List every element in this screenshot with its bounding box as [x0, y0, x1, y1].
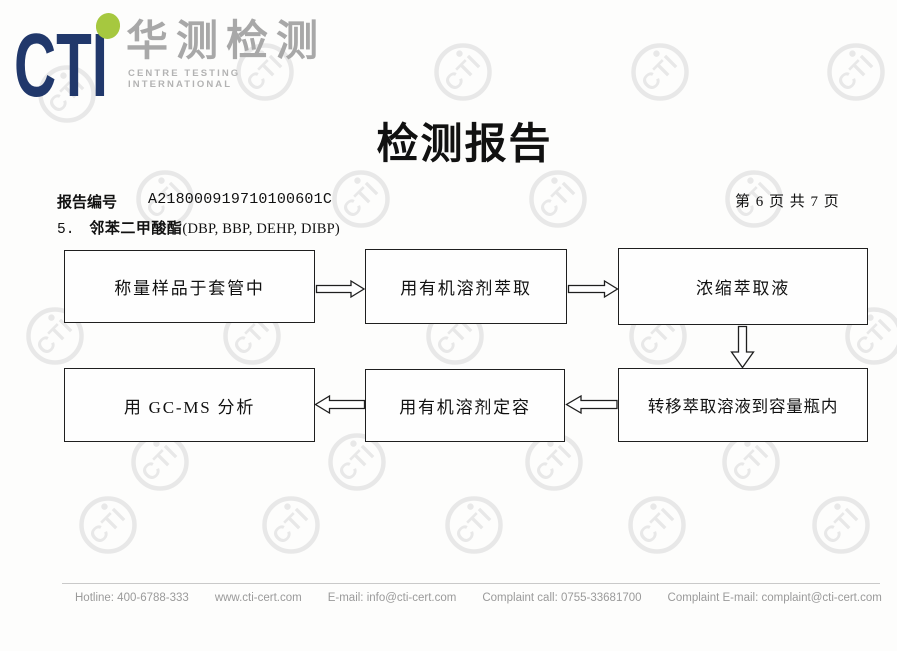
svg-text:CTI: CTI — [636, 49, 683, 96]
footer-divider — [62, 583, 880, 584]
cti-watermark-icon: CTI — [36, 63, 98, 125]
svg-text:CTI: CTI — [337, 176, 384, 223]
cti-wordmark-icon: CTI — [14, 13, 121, 116]
cti-watermark-icon: CTI — [629, 41, 691, 103]
logo-subtitle: CENTRE TESTING INTERNATIONAL — [128, 68, 241, 90]
svg-text:CTI: CTI — [534, 176, 581, 223]
footer-email: E-mail: info@cti-cert.com — [327, 592, 457, 604]
flow-step-solvent-extract: 用有机溶剂萃取 — [365, 249, 567, 324]
svg-text:CTI: CTI — [832, 49, 879, 96]
flow-step-concentrate: 浓缩萃取液 — [618, 248, 868, 325]
cti-watermark-icon: CTI — [527, 168, 589, 230]
svg-text:CTI: CTI — [14, 16, 108, 106]
footer-complaint-email: Complaint E-mail: complaint@cti-cert.com — [667, 592, 882, 604]
svg-text:CTI: CTI — [530, 439, 577, 486]
report-number-label: 报告编号 — [57, 195, 118, 211]
cti-watermark-icon: CTI — [129, 431, 191, 493]
footer-complaint-call: Complaint call: 0755-33681700 — [482, 592, 642, 604]
svg-text:CTI: CTI — [633, 502, 680, 549]
flow-step-weigh-sample: 称量样品于套管中 — [64, 250, 315, 323]
section-name: 邻苯二甲酸酯 — [89, 221, 183, 237]
cti-watermark-icon: CTI — [134, 168, 196, 230]
cti-watermark-icon: CTI — [326, 431, 388, 493]
footer-contacts: Hotline: 400-6788-333 www.cti-cert.com E… — [75, 592, 882, 604]
cti-watermark-icon: CTI — [825, 41, 887, 103]
cti-watermark-icon: CTI — [234, 41, 296, 103]
svg-text:CTI: CTI — [439, 49, 486, 96]
svg-text:CTI: CTI — [136, 439, 183, 486]
cti-watermark-icon: CTI — [432, 41, 494, 103]
flow-step-constant-volume: 用有机溶剂定容 — [365, 369, 565, 442]
footer-website: www.cti-cert.com — [214, 592, 302, 604]
logo-chinese-name: 华测检测 — [126, 17, 327, 64]
report-number-value: A218000919710100601C — [148, 191, 333, 208]
section-detail: (DBP, BBP, DEHP, DIBP) — [182, 221, 340, 237]
cti-watermark-icon: CTI — [330, 168, 392, 230]
cti-watermark-icon: CTI — [720, 431, 782, 493]
svg-text:CTI: CTI — [450, 502, 497, 549]
cti-logo: CTI 华测检测 CENTRE TESTING INTERNATIONAL — [8, 6, 348, 116]
svg-text:CTI: CTI — [267, 502, 314, 549]
page-number-info: 第 6 页 共 7 页 — [735, 194, 840, 210]
section-index: 5. — [57, 222, 75, 238]
page-title: 检测报告 — [376, 122, 553, 168]
svg-text:CTI: CTI — [84, 502, 131, 549]
cti-watermark-icon: CTI — [723, 168, 785, 230]
footer-hotline: Hotline: 400-6788-333 — [75, 592, 189, 604]
cti-watermark-icon: CTI — [260, 494, 322, 556]
svg-text:CTI: CTI — [333, 439, 380, 486]
cti-watermark-icon: CTI — [443, 494, 505, 556]
cti-green-dot-icon — [95, 13, 121, 39]
svg-text:CTI: CTI — [817, 502, 864, 549]
flow-step-transfer-to-flask: 转移萃取溶液到容量瓶内 — [618, 368, 868, 442]
cti-watermark-icon: CTI — [626, 494, 688, 556]
section-heading: 5. 邻苯二甲酸酯(DBP, BBP, DEHP, DIBP) — [57, 217, 340, 238]
cti-watermark-icon: CTI — [77, 494, 139, 556]
svg-text:CTI: CTI — [727, 439, 774, 486]
flow-step-gcms-analysis: 用 GC-MS 分析 — [64, 368, 315, 442]
cti-watermark-icon: CTI — [810, 494, 872, 556]
cti-watermark-icon: CTI — [523, 431, 585, 493]
